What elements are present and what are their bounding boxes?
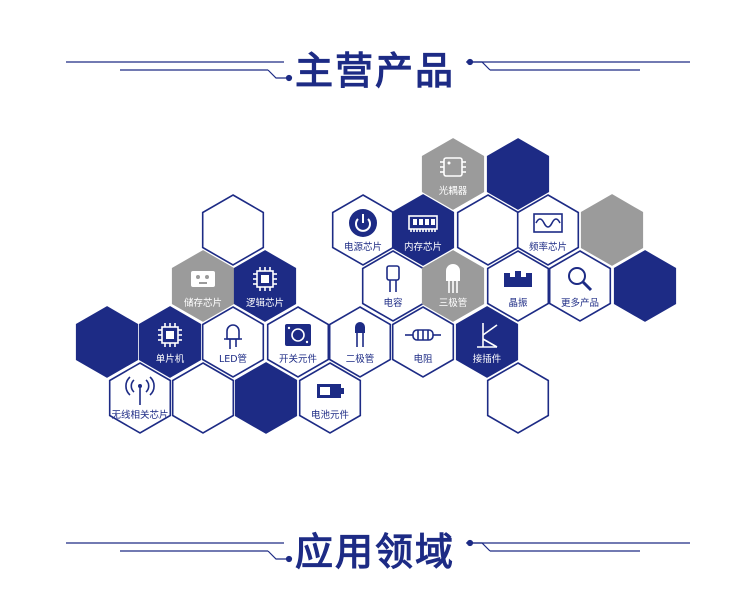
products-section-title: 主营产品 — [294, 49, 455, 93]
product-label: 电池元件 — [311, 409, 350, 421]
decor-hexagon — [486, 362, 550, 434]
hexagon-shape — [516, 194, 580, 266]
product-label: 无线相关芯片 — [111, 409, 168, 421]
product-hexagon[interactable]: 更多产品 — [548, 250, 612, 322]
wireless-icon — [125, 376, 155, 405]
product-label: 单片机 — [156, 353, 185, 365]
product-label: 内存芯片 — [404, 241, 442, 253]
product-hexagon[interactable]: 储存芯片 — [171, 250, 235, 322]
product-label: 二极管 — [346, 353, 375, 365]
hexagon-shape — [361, 250, 425, 322]
waveform-icon — [533, 213, 563, 233]
product-hexagon[interactable]: 内存芯片 — [391, 194, 455, 266]
switch-icon — [285, 324, 311, 346]
product-hexagon[interactable]: 三极管 — [421, 250, 485, 322]
decor-hexagon — [580, 194, 644, 266]
product-label: 光耦器 — [439, 185, 468, 197]
crystal-icon — [504, 271, 532, 287]
product-label: 储存芯片 — [184, 297, 222, 309]
magnifier-icon — [568, 267, 593, 292]
product-hexagon[interactable]: 二极管 — [328, 306, 392, 378]
product-label: 三极管 — [439, 297, 468, 309]
product-hexagon[interactable]: 逻辑芯片 — [233, 250, 297, 322]
optocoupler-icon — [440, 157, 466, 177]
capacitor-icon — [386, 265, 400, 292]
decor-hexagon — [456, 194, 520, 266]
memory-icon — [408, 215, 438, 232]
led-icon — [224, 324, 242, 349]
product-hexagon[interactable]: 单片机 — [138, 306, 202, 378]
hexagon-shape — [421, 138, 485, 210]
product-hexagon[interactable]: 电池元件 — [298, 362, 362, 434]
battery-icon — [317, 384, 344, 398]
product-hexagon[interactable]: 无线相关芯片 — [108, 362, 172, 434]
transistor-icon — [446, 264, 460, 293]
decor-hexagon — [201, 194, 265, 266]
hexagon-shape — [201, 306, 265, 378]
product-hexagon[interactable]: 电源芯片 — [331, 194, 395, 266]
hexagon-shape — [548, 250, 612, 322]
hexagon-shape — [138, 306, 202, 378]
product-label: 电阻 — [413, 353, 433, 365]
product-hexagon[interactable]: 接插件 — [455, 306, 519, 378]
decor-hexagon — [613, 250, 677, 322]
hexagon-shape — [328, 306, 392, 378]
decor-hexagon — [234, 362, 298, 434]
product-label: 逻辑芯片 — [246, 297, 284, 309]
product-label: 更多产品 — [561, 297, 599, 309]
product-hexagon[interactable]: 频率芯片 — [516, 194, 580, 266]
product-hexagon[interactable]: LED管 — [201, 306, 265, 378]
product-hexagon[interactable]: 电阻 — [391, 306, 455, 378]
product-label: 电容 — [383, 297, 403, 309]
resistor-icon — [405, 329, 441, 341]
chip-icon — [253, 267, 277, 291]
product-label: 晶振 — [508, 297, 528, 309]
product-label: 开关元件 — [279, 353, 318, 365]
product-hexagon[interactable]: 电容 — [361, 250, 425, 322]
product-hexagon[interactable]: 晶振 — [486, 250, 550, 322]
product-label: 频率芯片 — [529, 241, 567, 253]
decor-hexagon — [171, 362, 235, 434]
mcu-icon — [158, 323, 182, 347]
product-label: LED管 — [219, 353, 247, 365]
storage-chip-icon — [191, 271, 215, 287]
diode-icon — [355, 322, 365, 347]
applications-section-title: 应用领域 — [294, 530, 455, 574]
hexagon-shape — [391, 306, 455, 378]
product-label: 接插件 — [473, 353, 502, 365]
title-divider-bottom — [66, 539, 690, 563]
decor-hexagon — [486, 138, 550, 210]
product-hexagon[interactable]: 开关元件 — [266, 306, 330, 378]
title-divider-top — [66, 58, 690, 82]
hexagon-shape — [233, 250, 297, 322]
connector-icon — [477, 323, 498, 348]
product-label: 电源芯片 — [344, 241, 382, 253]
product-hexagon[interactable]: 光耦器 — [421, 138, 485, 210]
power-icon — [349, 209, 377, 237]
decor-hexagon — [75, 306, 139, 378]
